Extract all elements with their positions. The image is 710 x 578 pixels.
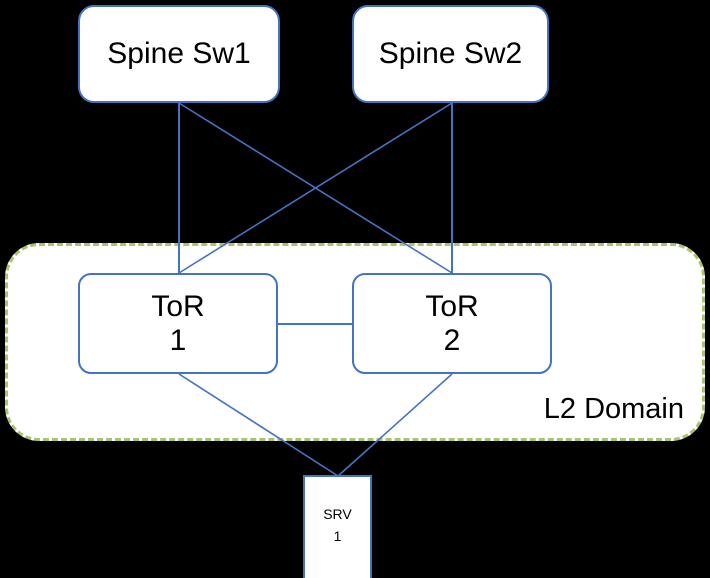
node-tor-2-label-line2: 2 (443, 323, 461, 357)
node-tor-1-label-line2: 1 (169, 323, 187, 357)
link-spine2-tor1 (178, 102, 453, 274)
link-tor1-srv1 (178, 373, 339, 477)
node-srv-1-label-line2: 1 (333, 527, 342, 544)
node-tor-1-label-line1: ToR (151, 289, 205, 323)
node-spine-sw2-label: Spine Sw2 (378, 37, 523, 71)
node-srv-1[interactable]: SRV 1 (303, 475, 372, 578)
node-srv-1-label-line1: SRV (323, 506, 352, 522)
link-tor2-srv1 (337, 373, 453, 477)
node-spine-sw2[interactable]: Spine Sw2 (352, 5, 549, 103)
node-tor-1[interactable]: ToR 1 (78, 273, 278, 374)
zone-l2-domain-label: L2 Domain (543, 393, 684, 425)
node-spine-sw1[interactable]: Spine Sw1 (78, 5, 280, 103)
node-tor-2-label-line1: ToR (425, 289, 479, 323)
node-spine-sw1-label: Spine Sw1 (107, 37, 251, 71)
node-tor-2[interactable]: ToR 2 (352, 273, 552, 374)
